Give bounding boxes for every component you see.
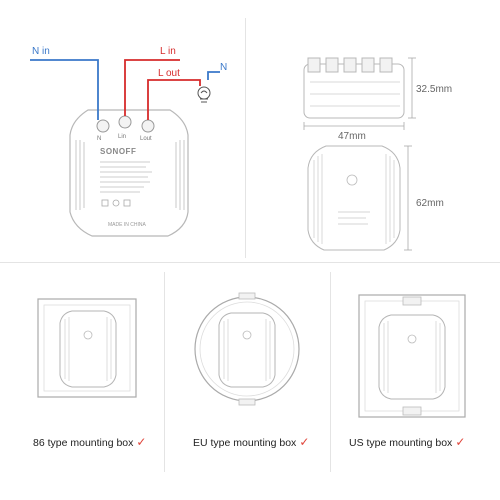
device-86-led — [83, 330, 93, 340]
horizontal-divider — [0, 262, 500, 263]
mounting-eu-label: EU type mounting box — [193, 437, 297, 449]
device-us — [378, 314, 446, 400]
depth-dimension-line — [404, 145, 412, 251]
terminal-label-lout: Lout — [140, 136, 152, 142]
mounting-us-label: US type mounting box — [349, 437, 453, 449]
made-in-label: MADE IN CHINA — [108, 222, 146, 228]
width-label: 47mm — [338, 131, 366, 142]
height-dimension-line — [408, 57, 416, 119]
front-led — [346, 174, 358, 186]
front-ribs — [313, 154, 395, 244]
device-us-ribs — [383, 321, 441, 393]
cert-icons — [101, 199, 131, 207]
l-in-wire — [124, 59, 180, 116]
check-icon: ✓ — [299, 435, 310, 449]
device-eu — [218, 312, 276, 388]
mounting-us-svg — [358, 294, 466, 418]
n-in-label: N in — [32, 46, 50, 57]
wires — [30, 59, 220, 120]
dimensions-svg — [303, 57, 416, 251]
eu-tab-top — [238, 292, 256, 300]
terminal-label-n: N — [97, 136, 102, 142]
device-ribs — [75, 140, 185, 210]
brand-logo: SONOFF — [100, 147, 137, 156]
wiring-diagram: N in L in L out N N Lin Lout SONOFF MADE… — [0, 0, 245, 262]
device-us-led — [407, 334, 417, 344]
vertical-divider-bottom-1 — [164, 272, 165, 472]
terminal-lout — [141, 119, 155, 133]
n-in-wire — [30, 59, 99, 120]
device-86-ribs — [64, 317, 112, 381]
us-tab-bottom — [402, 406, 422, 416]
n-wire — [207, 71, 220, 80]
l-out-label: L out — [158, 68, 180, 79]
side-ribs — [310, 81, 400, 107]
us-tab-top — [402, 296, 422, 306]
spec-text-lines — [100, 161, 152, 193]
mounting-eu-svg — [194, 292, 300, 406]
l-out-wire — [147, 79, 201, 120]
device-eu-led — [242, 330, 252, 340]
mounting-86-svg — [37, 298, 137, 398]
mounting-us-caption: US type mounting box✓ — [349, 435, 465, 449]
mounting-86-label: 86 type mounting box — [33, 437, 134, 449]
front-text-lines — [338, 211, 370, 225]
height-label: 32.5mm — [416, 84, 453, 95]
device-86 — [59, 310, 117, 388]
mounting-86: 86 type mounting box✓ — [0, 263, 164, 500]
bulb-icon — [197, 86, 211, 103]
mounting-us: US type mounting box✓ — [331, 263, 500, 500]
mounting-eu-caption: EU type mounting box✓ — [193, 435, 309, 449]
n-label: N — [220, 62, 228, 73]
mounting-eu: EU type mounting box✓ — [165, 263, 330, 500]
width-dimension-line — [303, 122, 405, 130]
check-icon: ✓ — [136, 435, 147, 449]
front-view-outline — [307, 145, 401, 251]
vertical-divider-top — [245, 18, 246, 258]
side-view — [303, 57, 405, 119]
check-icon: ✓ — [455, 435, 466, 449]
wiring-diagram-svg — [30, 59, 220, 237]
terminal-lin — [118, 115, 132, 129]
terminal-label-lin: Lin — [118, 134, 127, 140]
l-in-label: L in — [160, 46, 176, 57]
device-eu-ribs — [223, 319, 271, 381]
vertical-divider-bottom-2 — [330, 272, 331, 472]
mounting-86-caption: 86 type mounting box✓ — [33, 435, 146, 449]
depth-label: 62mm — [416, 198, 444, 209]
dimensions-panel: 32.5mm 47mm 62mm — [246, 0, 500, 262]
device-outline — [69, 109, 189, 237]
eu-tab-bottom — [238, 398, 256, 406]
terminal-n — [96, 119, 110, 133]
